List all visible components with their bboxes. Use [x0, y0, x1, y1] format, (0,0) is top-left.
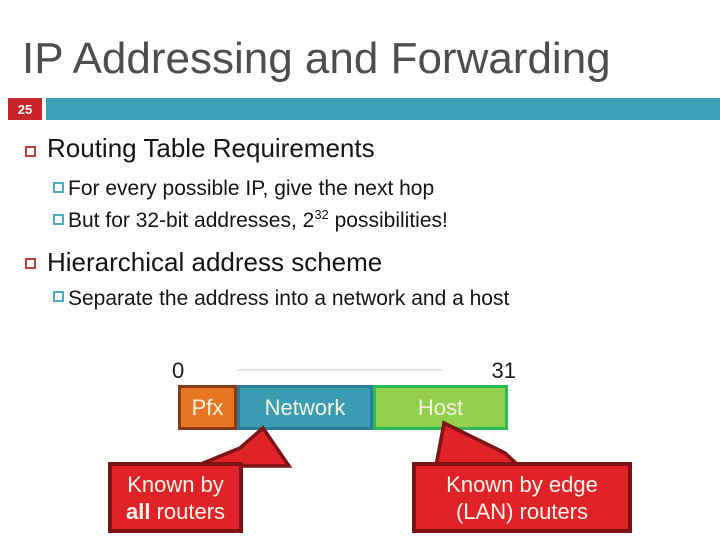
bullet-subitem-separate-address: Separate the address into a network and … [68, 287, 510, 310]
callout-left-line1: Known by [127, 471, 224, 497]
possibilities-text-pre: But for 32-bit addresses, 2 [68, 209, 315, 232]
bullet-square-icon [53, 291, 64, 302]
callout-left-line2-rest: routers [150, 498, 226, 524]
callout-known-by-edge: Known by edge (LAN) routers [412, 462, 632, 533]
divider-line [237, 369, 442, 371]
segment-network: Network [237, 385, 373, 430]
address-structure-bar: Pfx Network Host [178, 385, 508, 430]
bullet-square-icon [25, 258, 36, 269]
segment-host: Host [373, 385, 508, 430]
callout-known-by-all: Known by all routers [108, 462, 243, 533]
callout-right-line1: Known by edge [446, 471, 598, 497]
bit-index-labels: 0 31 [172, 358, 516, 384]
bit-label-start: 0 [172, 358, 185, 383]
callout-left-line2-bold: all [125, 498, 151, 524]
bullet-item-routing-table: Routing Table Requirements [47, 133, 375, 163]
bullet-square-icon [53, 214, 64, 225]
segment-network-label: Network [264, 394, 346, 420]
bullet-square-icon [53, 182, 64, 193]
page-number-badge: 25 [8, 98, 42, 120]
segment-pfx-label: Pfx [191, 394, 224, 420]
bullet-square-icon [25, 146, 36, 157]
callout-tail-left-icon [195, 425, 293, 468]
callout-right-line2: (LAN) routers [455, 498, 589, 524]
segment-pfx: Pfx [178, 385, 237, 430]
bit-label-end: 31 [491, 358, 516, 383]
callout-left-line2: all routers [126, 498, 225, 525]
slide-title: IP Addressing and Forwarding [22, 34, 611, 83]
possibilities-text-post: possibilities! [328, 209, 448, 232]
header-accent-bar [46, 98, 720, 120]
bullet-item-hierarchical-scheme: Hierarchical address scheme [47, 247, 383, 277]
segment-host-label: Host [417, 394, 464, 420]
bullet-subitem-next-hop: For every possible IP, give the next hop [68, 177, 435, 200]
exponent-32: 32 [314, 207, 329, 222]
bullet-subitem-possibilities: But for 32-bit addresses, 232 possibilit… [68, 207, 448, 234]
